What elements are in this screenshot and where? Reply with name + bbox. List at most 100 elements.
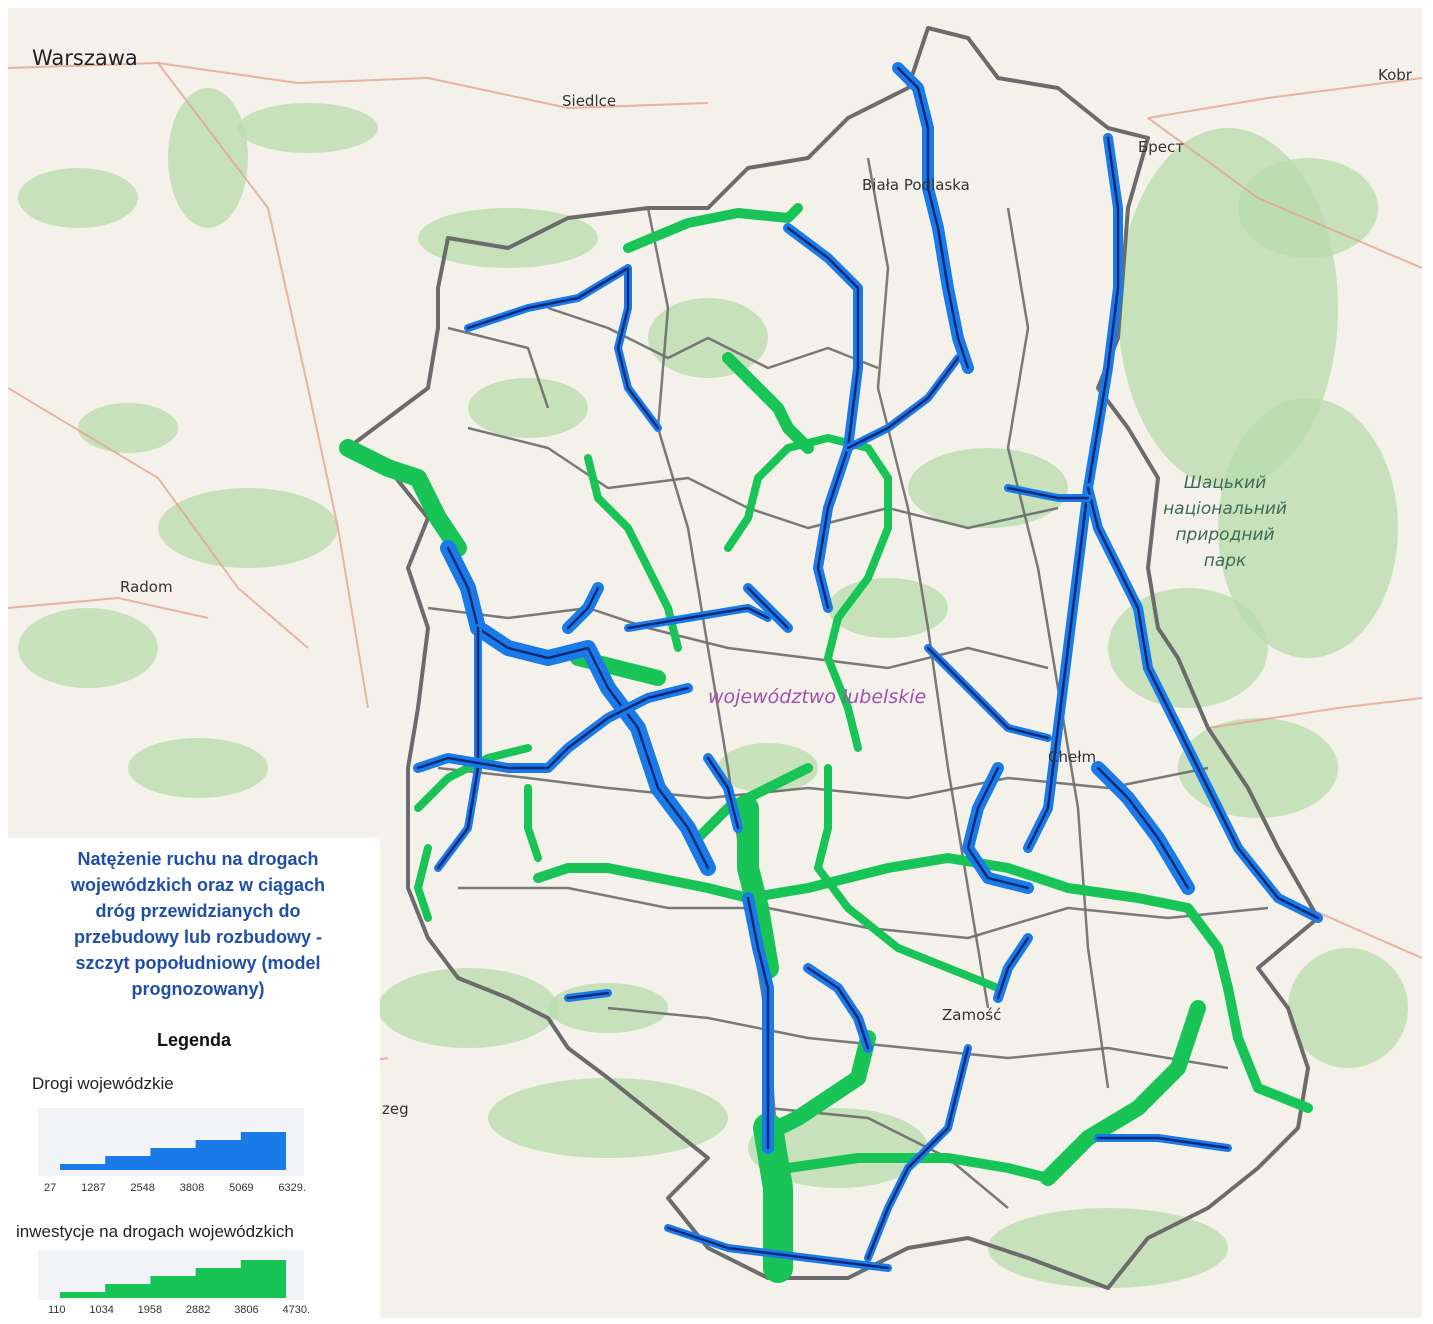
- voivodeship-road: [844, 354, 962, 452]
- legend-title-line: przebudowy lub rozbudowy -: [74, 927, 322, 947]
- road-centerline: [996, 936, 1030, 1000]
- road-centerline: [1096, 1136, 1230, 1150]
- background-road: [8, 61, 709, 110]
- park-label-line: національний: [1163, 499, 1287, 519]
- investment-road: [770, 1030, 876, 1136]
- forest-patch: [908, 448, 1068, 528]
- road-centerline: [896, 66, 970, 370]
- background-road: [8, 596, 209, 619]
- forest-patch: [238, 103, 378, 153]
- legend-title: Natężenie ruchu na drogach wojewódzkich …: [38, 846, 358, 1002]
- voivodeship-road: [783, 223, 863, 613]
- place-label-biala-podlaska: Biała Podlaska: [862, 176, 970, 194]
- investment-road: [623, 203, 803, 253]
- road-centerline: [626, 606, 770, 630]
- legend-title-line: dróg przewidzianych do: [95, 901, 301, 921]
- scale-step-bar: [60, 1260, 286, 1298]
- forest-patch: [378, 968, 558, 1048]
- voivodeship-road: [1091, 761, 1195, 895]
- road-centerline: [786, 226, 860, 610]
- legend-existing-scale: [38, 1108, 304, 1176]
- place-label-zamosc: Zamość: [942, 1006, 1002, 1024]
- voivodeship-road: [892, 62, 974, 374]
- road-centerline: [746, 896, 770, 1150]
- forest-patch: [988, 1208, 1228, 1288]
- voivodeship-road: [803, 963, 873, 1053]
- investment-road: [1040, 1000, 1206, 1186]
- road-centerline: [806, 966, 870, 1050]
- investment-road: [737, 797, 779, 979]
- voivodeship-road: [434, 624, 482, 872]
- forest-patch: [168, 88, 248, 228]
- county-boundary: [1006, 207, 1110, 1089]
- legend-investment-scale: [38, 1250, 304, 1300]
- county-boundary: [646, 207, 780, 1159]
- background-roads: [8, 61, 1422, 1119]
- background-road: [1147, 77, 1422, 119]
- investment-road: [724, 434, 892, 752]
- forest-patch: [78, 403, 178, 453]
- road-centerline: [746, 586, 790, 630]
- county-boundaries: [346, 26, 1320, 1290]
- forest-patch: [158, 488, 338, 568]
- investment-road: [783, 1153, 1053, 1183]
- investment-road: [533, 853, 1313, 1113]
- voivodeship-roads: [413, 62, 1323, 1272]
- park-label-line: природний: [1175, 525, 1275, 545]
- voivodeship-boundary: [346, 26, 1320, 1290]
- scale-tick-label: 3806: [234, 1304, 259, 1316]
- investment-road: [414, 844, 432, 922]
- county-boundary: [427, 606, 1049, 670]
- legend-title-line: prognozowany): [131, 979, 265, 999]
- investment-road: [524, 784, 542, 862]
- road-centerline: [1096, 766, 1190, 890]
- road-centerline: [666, 1226, 890, 1270]
- legend-title-line: szczyt popołudniowy (model: [75, 953, 321, 973]
- forest-patch: [468, 378, 588, 438]
- forest-patch: [418, 208, 598, 268]
- scale-step-bar: [60, 1132, 286, 1170]
- forest-patch: [18, 168, 138, 228]
- scale-tick-label: 1034: [89, 1304, 114, 1316]
- voivodeship-road: [440, 540, 716, 876]
- background-road: [1147, 117, 1422, 269]
- map-layer: [8, 26, 1422, 1290]
- road-centerline: [446, 546, 710, 870]
- park-label: Шацький національний природний парк: [1150, 470, 1300, 574]
- scale-tick-label: 2548: [130, 1182, 155, 1194]
- county-boundary: [447, 326, 550, 409]
- place-label-zeg: zeg: [382, 1100, 409, 1118]
- road-centerline: [706, 756, 740, 830]
- legend-title-line: Natężenie ruchu na drogach: [77, 849, 319, 869]
- scale-tick-label: 6329.: [278, 1182, 306, 1194]
- scale-tick-label: 1287: [81, 1182, 106, 1194]
- park-label-line: Шацький: [1183, 473, 1267, 493]
- background-road: [8, 387, 309, 649]
- forest-patches: [18, 88, 1408, 1288]
- road-centerline: [436, 626, 480, 870]
- road-centerline: [466, 266, 660, 430]
- road-centerline: [866, 1046, 970, 1260]
- forest-patch: [488, 1078, 728, 1158]
- place-label-chelm: Chełm: [1048, 748, 1097, 766]
- scale-tick-label: 4730.: [282, 1304, 310, 1316]
- scale-tick-label: 5069: [229, 1182, 254, 1194]
- background-road: [1307, 907, 1422, 959]
- place-label-siedlce: Siedlce: [562, 92, 617, 110]
- forest-patch: [128, 738, 268, 798]
- legend-investment-steps: [60, 1260, 286, 1298]
- legend-existing-label: Drogi wojewódzkie: [32, 1074, 174, 1093]
- place-label-kobrin: Kobr: [1378, 66, 1412, 84]
- legend-investment-ticks: 110 1034 1958 2882 3806 4730.: [48, 1304, 310, 1316]
- investment-road: [339, 439, 467, 557]
- road-centerline: [566, 991, 610, 1000]
- investment-road: [414, 744, 532, 812]
- scale-tick-label: 110: [48, 1304, 66, 1316]
- county-boundary: [866, 157, 990, 1009]
- region-label: województwo lubelskie: [708, 686, 927, 708]
- legend-panel: Natężenie ruchu na drogach wojewódzkich …: [8, 838, 380, 1318]
- legend-existing-ticks: 27 1287 2548 3808 5069 6329.: [44, 1182, 306, 1194]
- scale-tick-label: 2882: [185, 1304, 211, 1316]
- forest-patch: [1218, 398, 1398, 658]
- legend-heading: Legenda: [156, 1030, 231, 1050]
